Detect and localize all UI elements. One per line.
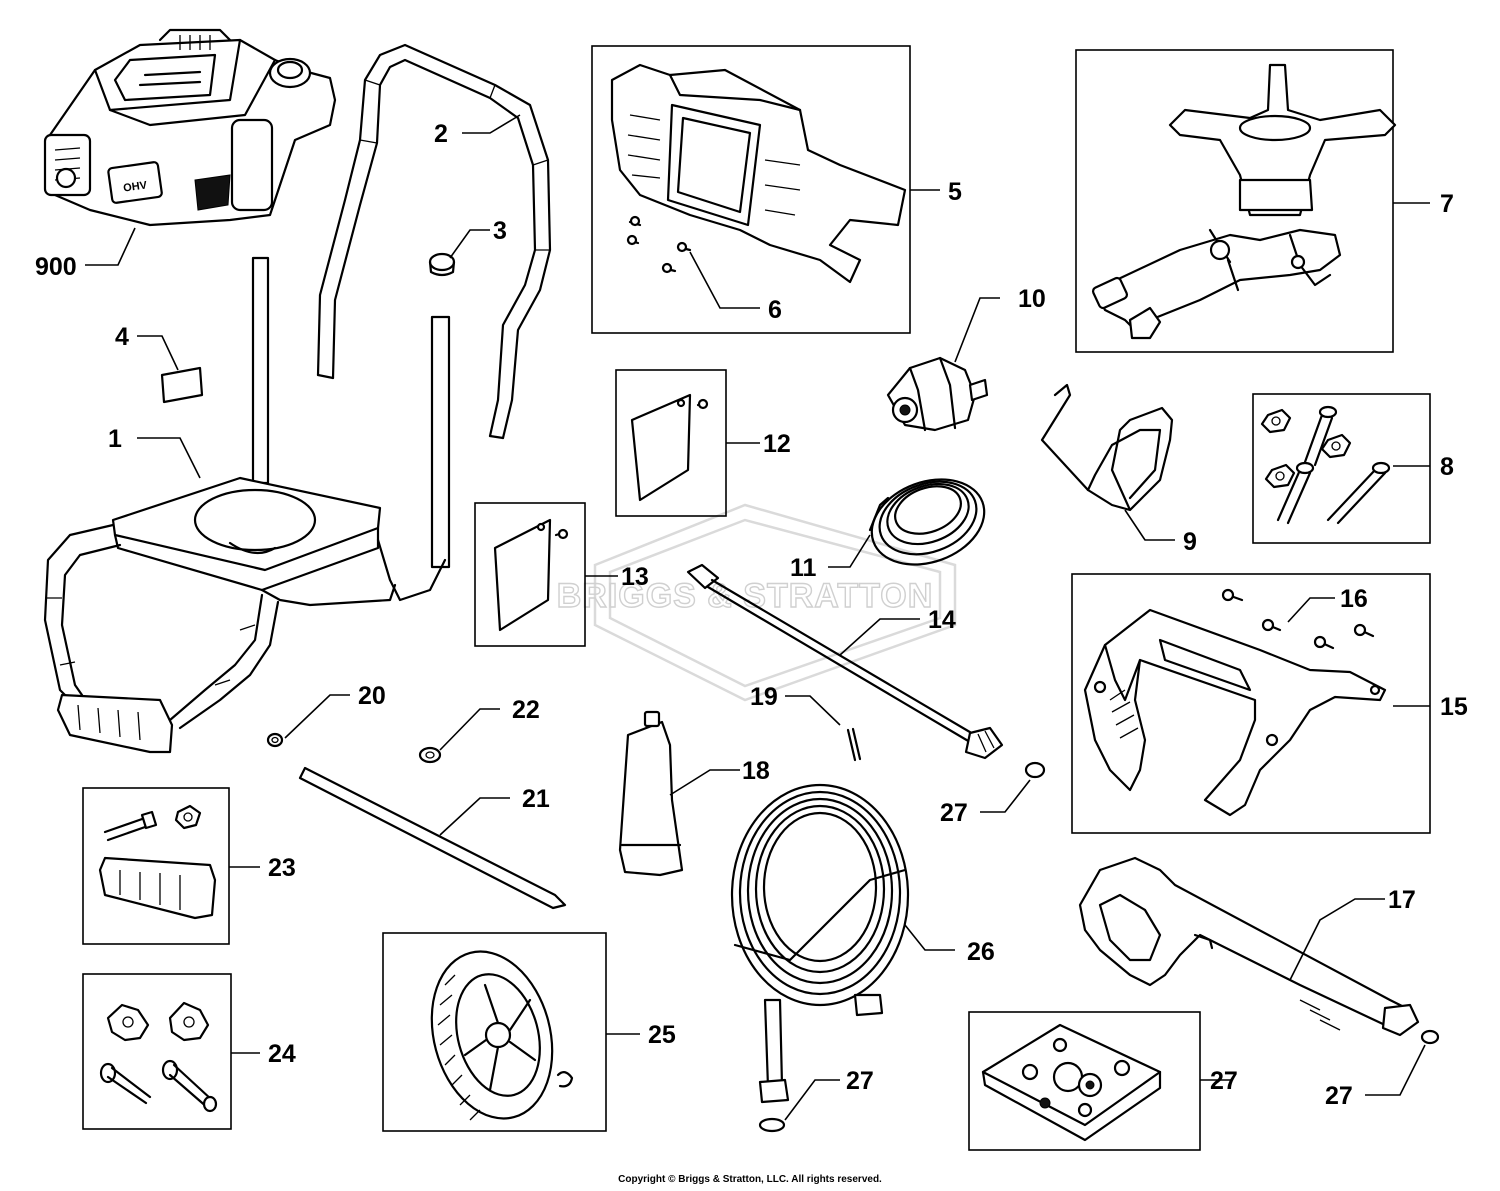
wheel-illustration — [430, 950, 574, 1121]
screws-part-16-illustration — [1221, 588, 1375, 650]
handle-illustration — [316, 43, 552, 440]
box-part-25 — [382, 932, 607, 1132]
callout-15: 15 — [1440, 693, 1468, 721]
washer-22-illustration — [418, 746, 442, 764]
hose-illustration — [730, 783, 910, 1133]
callout-9: 9 — [1183, 528, 1197, 556]
callout-13: 13 — [621, 563, 649, 591]
panel-13-illustration — [493, 518, 569, 632]
callout-26: 26 — [967, 938, 995, 966]
box-part-23 — [82, 787, 230, 945]
callout-900: 900 — [35, 253, 77, 281]
callout-20: 20 — [358, 682, 386, 710]
spray-gun-illustration — [1078, 856, 1420, 1037]
callout-11: 11 — [790, 554, 817, 582]
callout-19: 19 — [750, 683, 778, 711]
frame-illustration — [43, 256, 451, 754]
callout-6: 6 — [768, 296, 782, 324]
callout-18: 18 — [742, 757, 770, 785]
callout-12: 12 — [763, 430, 791, 458]
callout-25: 25 — [648, 1021, 676, 1049]
callout-27-lance: 27 — [940, 799, 968, 827]
callout-4: 4 — [115, 323, 129, 351]
callout-1: 1 — [108, 425, 122, 453]
box-part-8 — [1252, 393, 1431, 544]
callout-27-plate: 27 — [1210, 1067, 1238, 1095]
coil-illustration — [868, 478, 986, 566]
box-part-27-plate — [968, 1011, 1201, 1151]
callout-16: 16 — [1340, 585, 1368, 613]
bolts-part-8-illustration — [1260, 405, 1391, 525]
callout-22: 22 — [512, 696, 540, 724]
label-illustration — [160, 366, 204, 404]
callout-23: 23 — [268, 854, 296, 882]
axle-illustration — [298, 766, 567, 910]
engine-illustration: OHV — [43, 28, 337, 227]
callout-7: 7 — [1440, 190, 1454, 218]
box-part-7 — [1075, 49, 1394, 353]
watermark: BRIGGS & STRATTON — [556, 503, 957, 702]
nozzle-illustration — [886, 356, 989, 432]
cap-illustration — [428, 252, 456, 277]
callout-24: 24 — [268, 1040, 296, 1068]
callout-27-gun: 27 — [1325, 1082, 1353, 1110]
callout-5: 5 — [948, 178, 962, 206]
copyright-notice: Copyright © Briggs & Stratton, LLC. All … — [618, 1174, 882, 1185]
bracket-illustration — [1040, 383, 1174, 512]
leader-lines — [85, 114, 1430, 1121]
oring-20-illustration — [266, 732, 284, 748]
foot-23-illustration — [98, 804, 217, 920]
callout-8: 8 — [1440, 453, 1454, 481]
box-part-13 — [474, 502, 586, 647]
box-part-24 — [82, 973, 232, 1130]
callout-3: 3 — [493, 217, 507, 245]
part-boxes — [82, 45, 1431, 1151]
guard-illustration — [1083, 608, 1387, 817]
oring-27-illustration — [1024, 761, 1440, 1045]
engine-badge: OHV — [122, 179, 148, 194]
callouts: 900 1 2 3 4 5 6 7 8 9 10 11 12 13 14 15 … — [35, 120, 1468, 1110]
knobs-24-illustration — [99, 1001, 218, 1113]
plate-27-illustration — [981, 1023, 1162, 1142]
callout-2: 2 — [434, 120, 448, 148]
callout-10: 10 — [1018, 285, 1046, 313]
callout-21: 21 — [522, 785, 550, 813]
lance-illustration — [686, 563, 1004, 760]
panel-12-illustration — [630, 393, 709, 502]
callout-14: 14 — [928, 606, 956, 634]
tube-illustration — [618, 710, 684, 877]
box-part-15 — [1071, 573, 1431, 834]
shroud-illustration — [610, 63, 907, 284]
screws-part-6-illustration — [626, 215, 692, 274]
pump-illustration — [1091, 63, 1397, 340]
callout-27-hose: 27 — [846, 1067, 874, 1095]
callout-17: 17 — [1388, 886, 1416, 914]
pin-illustration — [846, 727, 862, 762]
